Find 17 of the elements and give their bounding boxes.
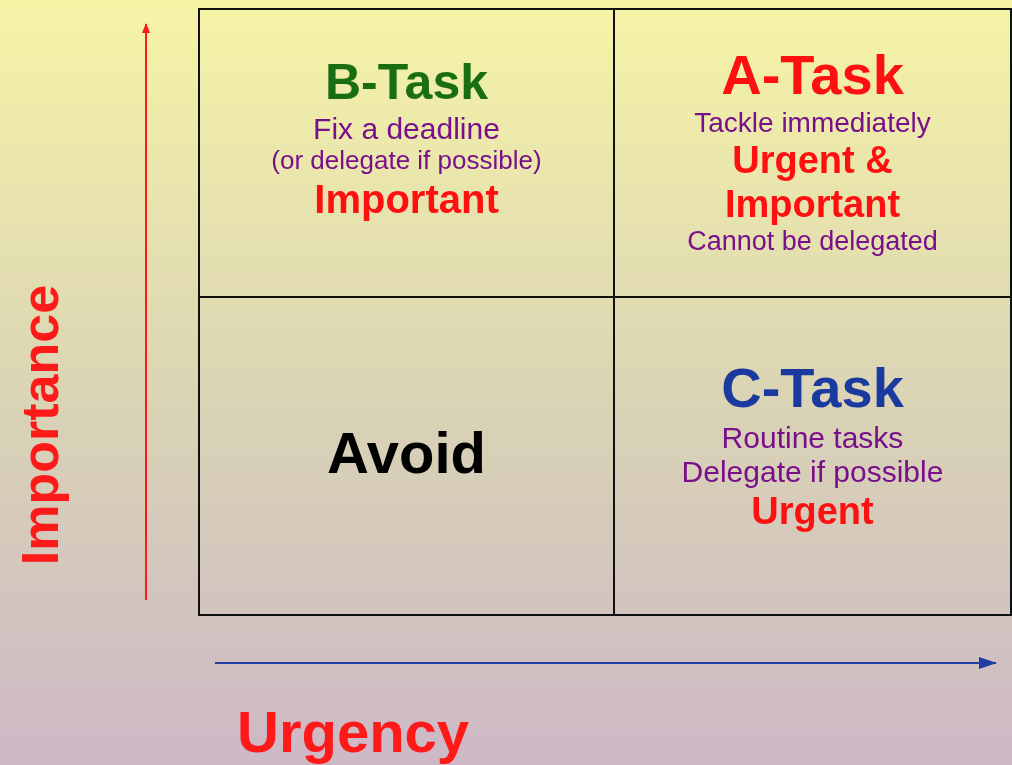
instruction-text: (or delegate if possible) xyxy=(271,146,542,176)
task-heading: C-Task xyxy=(721,356,904,421)
category-text: Urgent & Important xyxy=(723,139,902,227)
instruction-text: Routine tasks xyxy=(721,420,904,456)
category-text: Urgent xyxy=(751,489,874,534)
task-heading: B-Task xyxy=(325,54,488,112)
task-heading: A-Task xyxy=(721,42,904,107)
matrix-quadrant xyxy=(198,296,615,616)
instruction-text: Tackle immediately xyxy=(694,106,931,140)
matrix-quadrant xyxy=(613,8,1012,298)
matrix-quadrant xyxy=(613,296,1012,616)
instruction-text: Fix a deadline xyxy=(313,111,500,147)
instruction-text: Delegate if possible xyxy=(681,455,944,490)
task-heading: Avoid xyxy=(327,419,486,487)
matrix-quadrant xyxy=(198,8,615,298)
category-text: Important xyxy=(314,175,499,222)
instruction-text: Cannot be delegated xyxy=(687,226,938,258)
